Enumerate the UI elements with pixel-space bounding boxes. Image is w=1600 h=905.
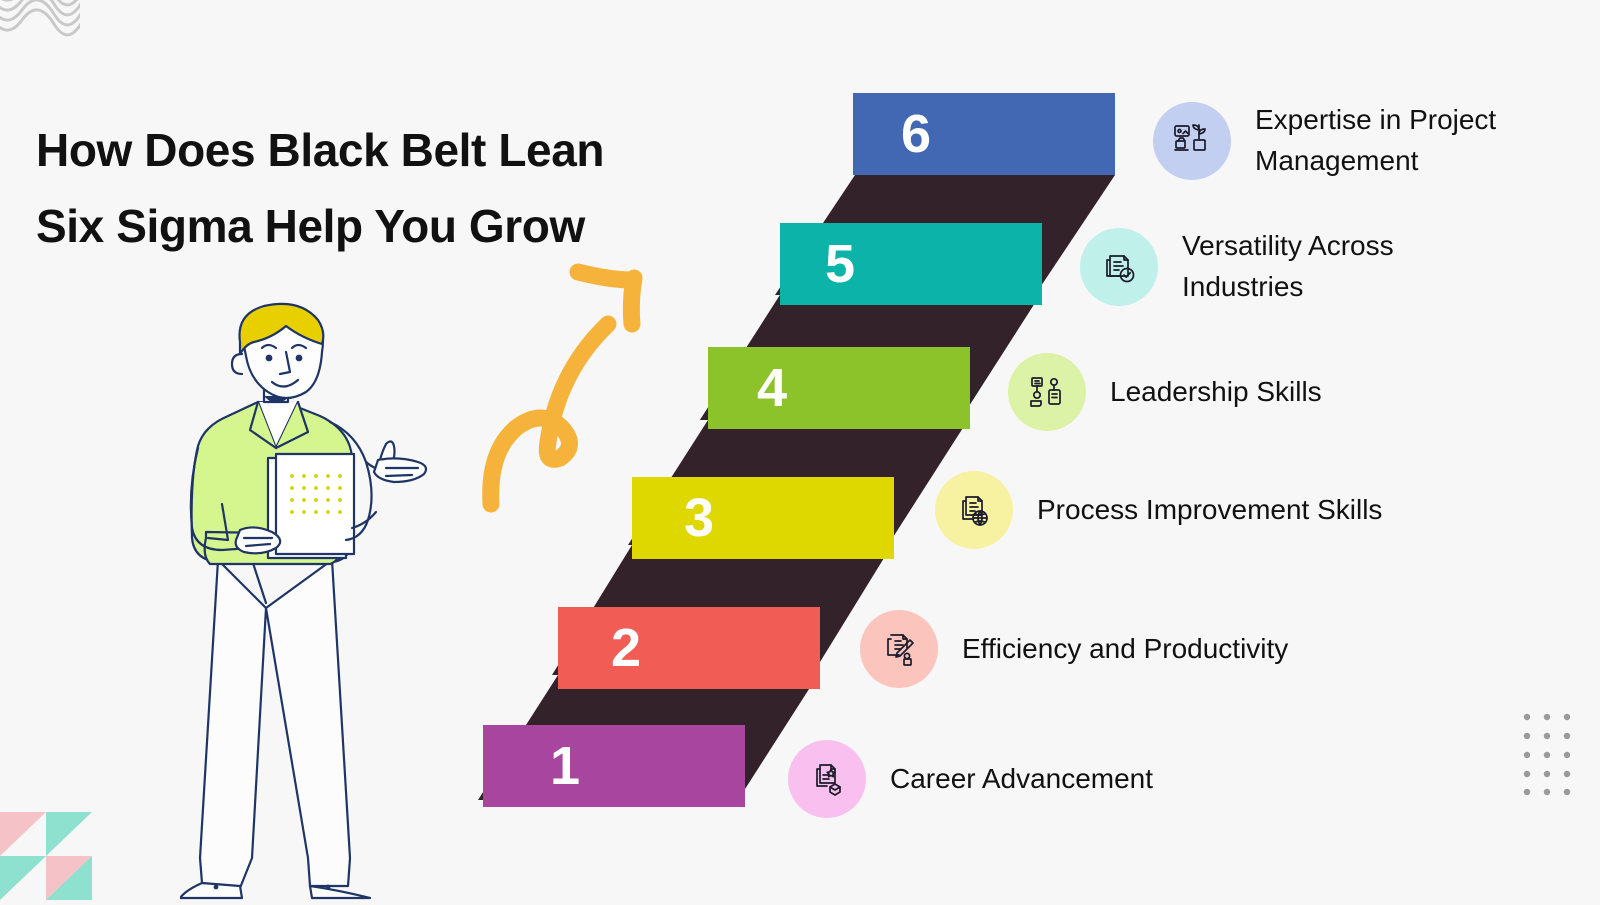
wave-decoration [0,0,88,46]
document-check-icon [1080,227,1158,306]
step-item-5[interactable]: Versatility Across Industries [1080,226,1510,307]
step-bar-5 [780,223,1042,305]
step-number-4: 4 [757,358,787,418]
document-pencil-icon [860,610,938,688]
step-bar-6 [853,93,1115,175]
step-item-4[interactable]: Leadership Skills [1008,353,1438,431]
page-title-line-2: Six Sigma Help You Grow [36,199,585,252]
dot-grid-decoration [1522,712,1584,796]
project-growth-icon [1153,101,1231,180]
triangle-decoration [0,812,138,900]
step-number-2: 2 [611,618,641,678]
step-bar-1 [483,725,745,807]
step-number-3: 3 [684,488,714,548]
staircase-chart: 6 5 4 3 2 1 [470,80,1130,820]
man-with-clipboard-illustration [178,298,470,900]
page-title-line-1: How Does Black Belt Lean [36,123,605,176]
certificate-award-icon [788,740,866,818]
step-item-2[interactable]: Efficiency and Productivity [860,610,1420,688]
step-item-1[interactable]: Career Advancement [788,740,1348,818]
org-chart-icon [1008,353,1086,431]
step-bar-4 [708,347,970,429]
curved-growth-arrow [466,252,686,520]
document-globe-icon [935,471,1013,549]
step-label-1: Career Advancement [890,762,1154,794]
step-label-4: Leadership Skills [1110,375,1322,407]
step-label-2: Efficiency and Productivity [962,632,1289,664]
step-bar-2 [558,607,820,689]
step-number-5: 5 [825,234,855,294]
step-label-3: Process Improvement Skills [1037,493,1383,525]
step-item-6[interactable]: Expertise in Project Management [1153,100,1583,181]
step-label-5: Versatility Across Industries [1182,230,1394,302]
step-number-1: 1 [550,736,580,796]
step-bar-3 [632,477,894,559]
step-label-6: Expertise in Project Management [1255,104,1497,176]
step-number-6: 6 [901,104,931,164]
page-title: How Does Black Belt Lean Six Sigma Help … [36,113,766,265]
step-item-3[interactable]: Process Improvement Skills [935,471,1495,549]
